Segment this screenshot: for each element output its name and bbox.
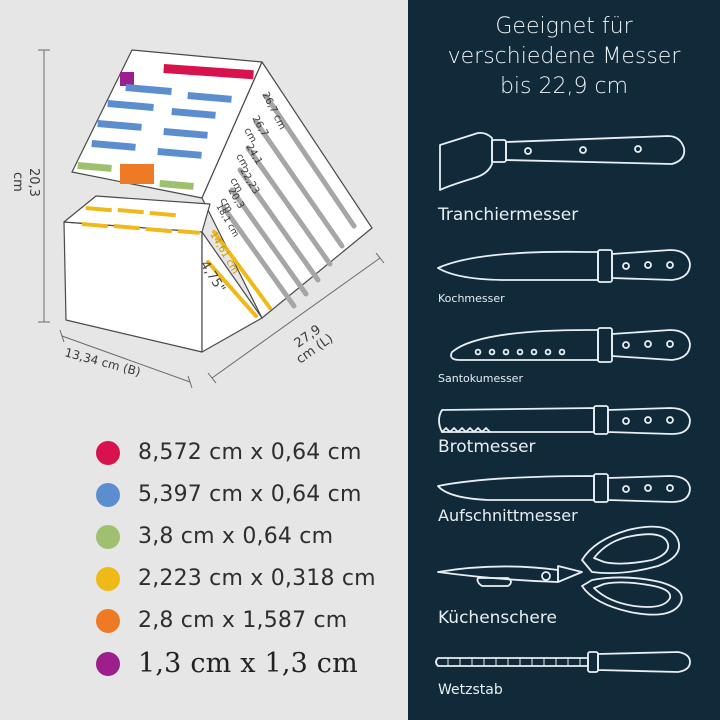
- panel-title: Geeignet für verschiedene Messer bis 22,…: [408, 12, 720, 102]
- height-dimension: [38, 49, 50, 323]
- tool-label-wetzstab: Wetzstab: [438, 682, 503, 698]
- title-line: verschiedene Messer: [447, 44, 681, 69]
- legend-text: 2,8 cm x 1,587 cm: [138, 608, 348, 633]
- orange-dot-icon: [96, 608, 120, 633]
- legend-text: 2,223 cm x 0,318 cm: [138, 566, 376, 591]
- tool-label-kuechenschere: Küchenschere: [438, 608, 557, 628]
- dimension-panel: 20,3 cm: [0, 0, 408, 720]
- legend-text: 8,572 cm x 0,64 cm: [138, 440, 362, 465]
- legend-item: 2,8 cm x 1,587 cm: [96, 608, 347, 633]
- tool-label-kochmesser: Kochmesser: [438, 292, 505, 305]
- tool-icons: [435, 131, 691, 673]
- legend-item: 2,223 cm x 0,318 cm: [96, 566, 376, 591]
- slot-orange: [120, 164, 154, 184]
- height-label: 20,3: [26, 168, 41, 197]
- slot-purple: [120, 72, 134, 86]
- tool-label-tranchiermesser: Tranchiermesser: [438, 205, 579, 225]
- title-line: bis 22,9 cm: [499, 74, 629, 99]
- santoku-knife-icon: [450, 327, 691, 363]
- cleaver-icon: [439, 131, 686, 191]
- height-unit: cm: [10, 172, 25, 192]
- side-slots: [206, 93, 357, 318]
- blue-dot-icon: [96, 482, 120, 507]
- tool-label-santokumesser: Santokumesser: [438, 372, 523, 385]
- chef-knife-icon: [437, 249, 691, 283]
- legend-item: 8,572 cm x 0,64 cm: [96, 440, 362, 465]
- compatible-tools-panel: Geeignet für verschiedene Messer bis 22,…: [408, 0, 720, 720]
- tool-label-aufschnittmesser: Aufschnittmesser: [438, 506, 578, 525]
- bread-knife-icon: [438, 405, 691, 435]
- purple-dot-icon: [96, 651, 120, 676]
- front-slots: [77, 64, 254, 190]
- green-dot-icon: [96, 524, 120, 549]
- slicing-knife-icon: [437, 473, 691, 503]
- yellow-dot-icon: [96, 566, 120, 591]
- slot-crimson: [163, 64, 254, 80]
- knife-block-diagram: 20,3 cm: [10, 49, 385, 389]
- honing-rod-icon: [435, 651, 691, 673]
- length-dimension: [207, 252, 385, 384]
- legend-text: 5,397 cm x 0,64 cm: [138, 482, 362, 507]
- legend-item: 3,8 cm x 0,64 cm: [96, 524, 333, 549]
- width-dimension: [59, 329, 193, 389]
- title-line: Geeignet für: [495, 14, 633, 39]
- kitchen-scissors-icon: [437, 525, 683, 616]
- tool-label-brotmesser: Brotmesser: [438, 437, 536, 457]
- legend-item: 5,397 cm x 0,64 cm: [96, 482, 362, 507]
- crimson-dot-icon: [96, 440, 120, 465]
- lower-slots: [81, 206, 200, 235]
- legend-text: 3,8 cm x 0,64 cm: [138, 524, 334, 549]
- legend-text: 1,3 cm x 1,3 cm: [138, 648, 358, 679]
- legend-item: 1,3 cm x 1,3 cm: [96, 648, 358, 679]
